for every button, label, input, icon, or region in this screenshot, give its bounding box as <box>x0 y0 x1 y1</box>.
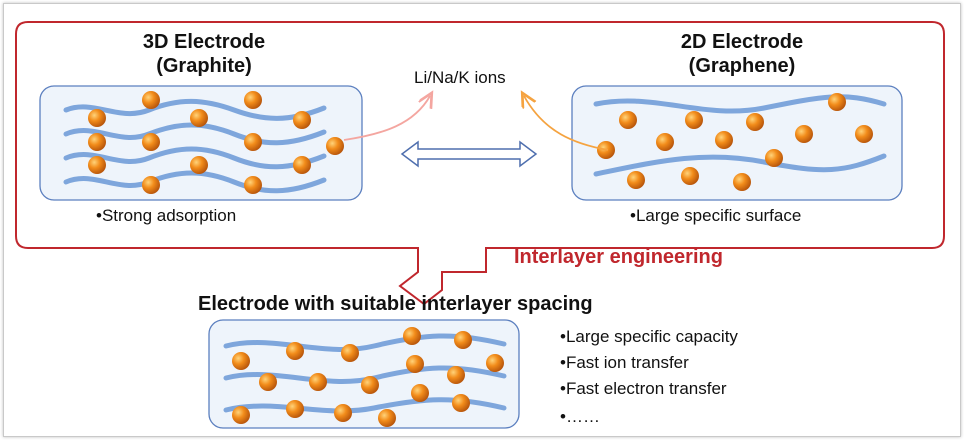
comparison-double-arrow <box>400 140 538 168</box>
process-outline <box>15 21 945 306</box>
engineered-ions <box>232 327 504 427</box>
graphene-ions <box>597 93 873 191</box>
feature-electron-transfer: •Fast electron transfer <box>560 379 727 398</box>
feature-ion-transfer: •Fast ion transfer <box>560 353 689 372</box>
graphite-feature: •Strong adsorption <box>96 206 237 225</box>
graphite-title-line2: (Graphite) <box>156 55 252 77</box>
graphene-title: 2D Electrode (Graphene) <box>642 30 842 78</box>
figure-frame: 3D Electrode (Graphite) •Strong adsorpti… <box>3 3 961 437</box>
interlayer-engineering-label: Interlayer engineering <box>514 246 723 268</box>
feature-ellipsis: •…… <box>560 407 600 426</box>
graphite-ions <box>88 91 344 194</box>
ion-arrow-left <box>343 96 430 141</box>
graphite-title-line1: 3D Electrode <box>142 31 266 53</box>
graphite-layers <box>63 98 327 194</box>
ion-arrow-right <box>524 96 609 151</box>
graphene-title-line2: (Graphene) <box>688 55 796 77</box>
diagram-canvas <box>15 21 945 429</box>
feature-capacity: •Large specific capacity <box>560 327 738 346</box>
engineered-electrode-title: Electrode with suitable interlayer spaci… <box>198 293 593 315</box>
graphene-feature: •Large specific surface <box>630 206 802 225</box>
graphene-title-line1: 2D Electrode <box>680 31 804 53</box>
graphite-title: 3D Electrode (Graphite) <box>104 30 304 78</box>
ions-label: Li/Na/K ions <box>414 68 506 87</box>
graphene-layers <box>593 94 887 177</box>
